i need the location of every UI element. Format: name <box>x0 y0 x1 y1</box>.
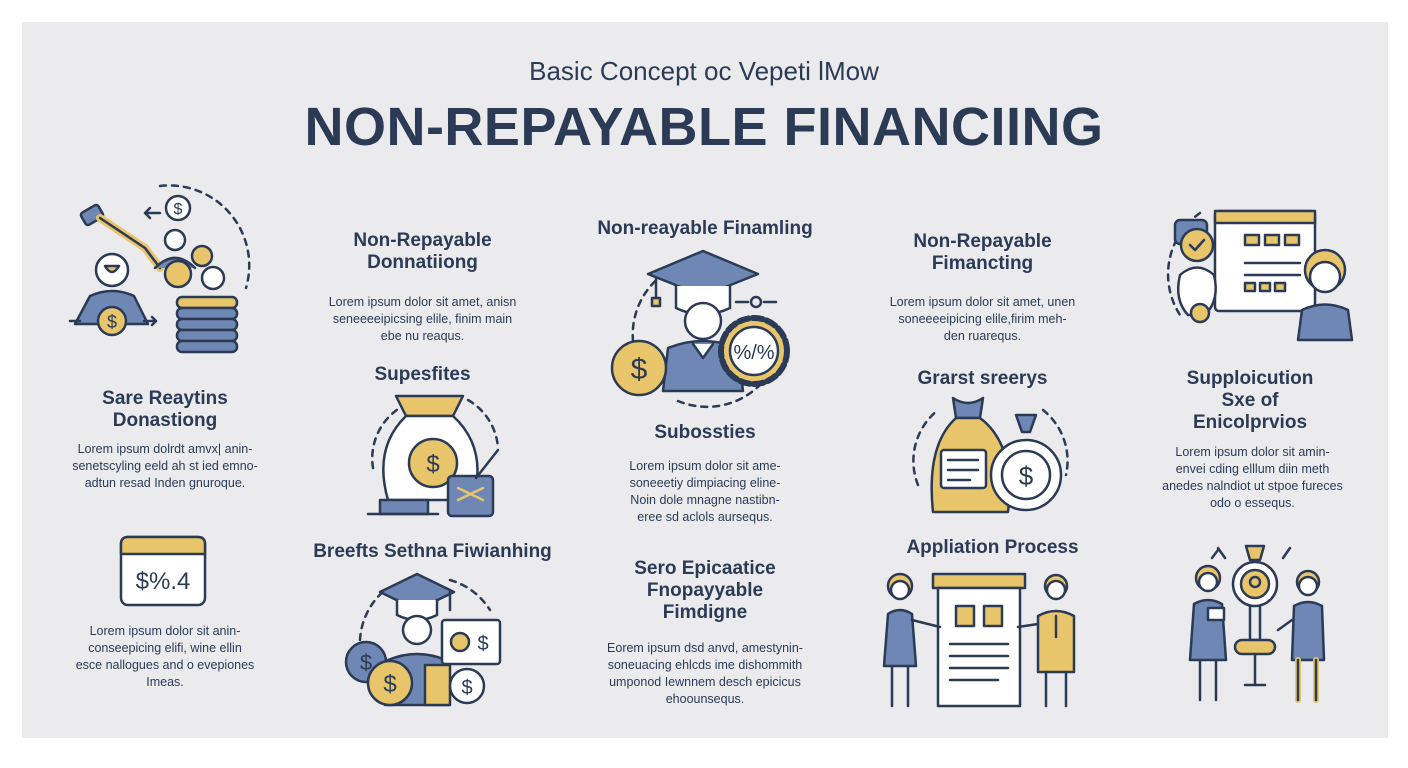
section-body-supploicution: Lorem ipsum dolor sit amin- envei cding … <box>1162 445 1343 510</box>
section-heading-non-repayable-donation: Non-Repayable Donnatiiong <box>353 230 492 273</box>
svg-text:$: $ <box>461 677 472 699</box>
section-body-non-repayable-donation: Lorem ipsum dolor sit amet, anisn seneee… <box>328 295 517 343</box>
page-subtitle: Basic Concept oc Vepeti lMow <box>529 56 879 86</box>
section-heading-non-repayable-fimancting: Non-Repayable Fimancting <box>913 231 1052 274</box>
percentage-card-icon: $%.4 <box>118 534 208 608</box>
section-body-sero: Eorem ipsum dsd anvd, amestynin- soneuac… <box>607 641 803 706</box>
section-body-subossties: Lorem ipsum dolor sit ame- soneeetiy dim… <box>629 459 781 524</box>
money-machine-icon: $ $ <box>60 178 260 358</box>
graduate-coins-icon: $ $ $ $ <box>340 570 510 710</box>
percentage-card-text: $%.4 <box>136 568 191 595</box>
money-bag-icon: $ <box>358 388 508 523</box>
svg-text:$: $ <box>383 671 396 698</box>
svg-text:$: $ <box>360 650 372 675</box>
section-heading-subsidies: Supesfites <box>374 364 471 385</box>
svg-text:$: $ <box>1019 461 1034 491</box>
section-heading-application-process: Appliation Process <box>906 537 1079 558</box>
section-body-percentage: Lorem ipsum dolor sit anin- conseepicing… <box>75 624 255 689</box>
svg-text:$: $ <box>107 312 117 332</box>
dashboard-person-icon <box>1160 205 1360 345</box>
svg-text:$: $ <box>426 451 439 478</box>
svg-text:$: $ <box>174 201 183 218</box>
section-heading-benefits: Breefts Sethna Fiwianhing <box>313 541 552 562</box>
meeting-icon <box>1180 540 1330 705</box>
grant-bag-icon: $ <box>908 390 1073 520</box>
section-heading-donations: Sare Reaytins Donastiong <box>102 388 228 431</box>
application-process-icon <box>878 572 1088 710</box>
section-body-non-repayable-fimancting: Lorem ipsum dolor sit amet, unen soneeee… <box>889 295 1076 343</box>
section-heading-non-repayable-financing: Non-reayable Finamling <box>597 218 813 239</box>
svg-text:$: $ <box>477 633 488 655</box>
section-heading-grants: Grarst sreerys <box>917 368 1048 389</box>
svg-text:$: $ <box>631 353 648 386</box>
section-heading-subossties: Subossties <box>654 422 756 443</box>
page-title: NON-REPAYABLE FINANCIING <box>304 97 1104 157</box>
section-body-donations: Lorem ipsum dolrdt amvx| anin- senetscyl… <box>72 442 258 490</box>
graduate-gear-icon: $ %/% <box>608 246 800 412</box>
svg-text:%/%: %/% <box>733 342 774 364</box>
section-heading-supploicution: Supploicution Sxe of Enicolprvios <box>1186 368 1314 433</box>
section-heading-sero: Sero Epicaatice Fnopayyable Fimdigne <box>634 558 776 623</box>
